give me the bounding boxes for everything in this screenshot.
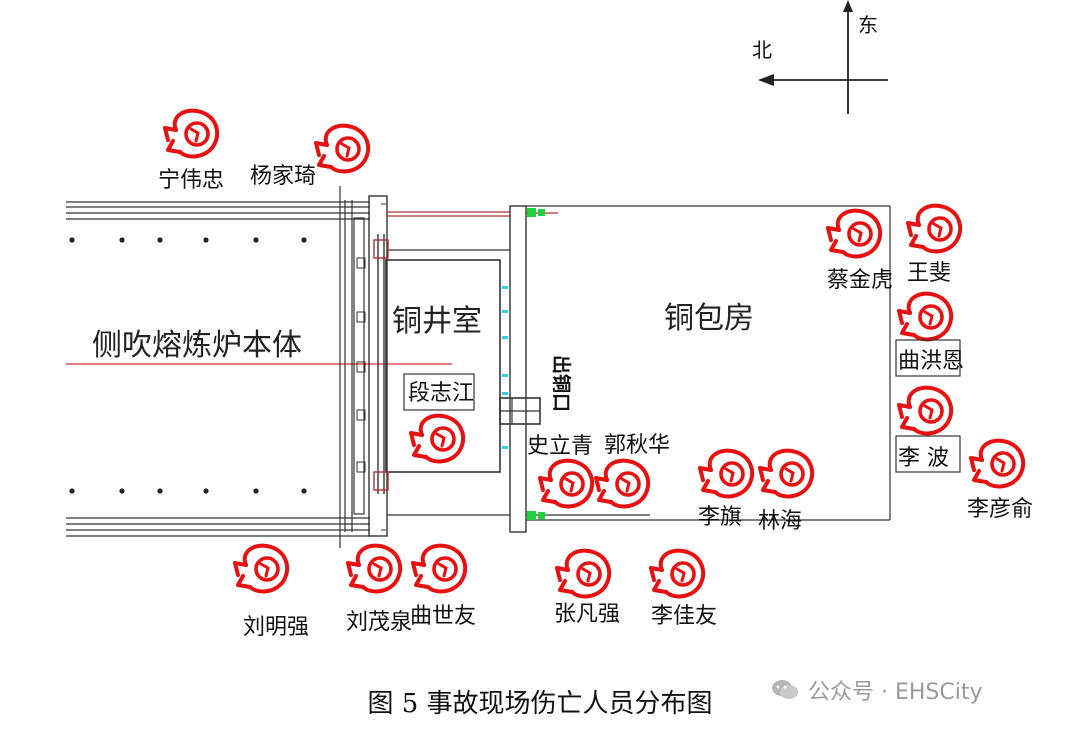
copper-outlet-label: 出铜口 [550,355,573,412]
well-room-label: 铜井室 [392,304,482,339]
person-marker [906,203,963,254]
wechat-icon [772,680,798,699]
person-name: 刘茂泉 [346,610,412,635]
person-name: 曲洪恩 [898,349,964,374]
person-marker [698,448,755,499]
casualty-names: 宁伟忠 杨家琦 蔡金虎 王斐 曲洪恩 李 波 李彦俞 段志江 史立青 郭秋华 李… [158,164,1033,640]
person-marker [411,543,468,594]
person-name: 宁伟忠 [158,168,224,193]
person-marker [594,458,651,509]
furnace-body [66,186,452,548]
person-name: 张凡强 [554,602,620,627]
person-marker [555,548,612,599]
person-name: 曲世友 [410,604,476,629]
person-name: 林海 [758,509,802,534]
person-name: 蔡金虎 [827,268,893,293]
well-room-markers [502,286,508,449]
person-name: 李佳友 [651,604,717,629]
watermark: 公众号 · EHSCity [770,673,983,707]
person-name: 杨家琦 [250,164,316,189]
person-name: 李 波 [898,446,949,471]
person-name: 段志江 [408,381,474,406]
watermark-text: 公众号 · EHSCity [808,680,983,705]
compass-east-label: 东 [858,13,878,37]
compass: 东 北 [752,0,888,114]
person-name: 李彦俞 [967,497,1033,522]
person-marker [969,438,1026,489]
person-marker [538,458,595,509]
person-marker [649,548,706,599]
ladle-room-valves [527,208,545,520]
person-marker [758,448,815,499]
person-name: 刘明强 [243,615,309,640]
person-name: 郭秋华 [604,433,670,458]
person-marker [233,543,290,594]
person-name: 李旗 [698,505,742,530]
person-marker [314,123,371,174]
person-marker [409,413,466,464]
figure-caption: 图 5 事故现场伤亡人员分布图 [367,689,713,719]
ladle-room-label: 铜包房 [664,301,754,336]
compass-north-label: 北 [752,38,772,62]
person-marker [897,291,954,342]
person-name: 史立青 [527,434,593,459]
person-marker [897,385,954,436]
person-marker [346,543,403,594]
copper-ladle-room [526,205,891,521]
person-name: 王斐 [907,261,951,286]
furnace-label: 侧吹熔炼炉本体 [92,328,302,363]
person-marker [826,208,883,259]
copper-well-room [368,195,541,537]
person-marker [163,108,220,159]
name-boxes [403,339,961,473]
